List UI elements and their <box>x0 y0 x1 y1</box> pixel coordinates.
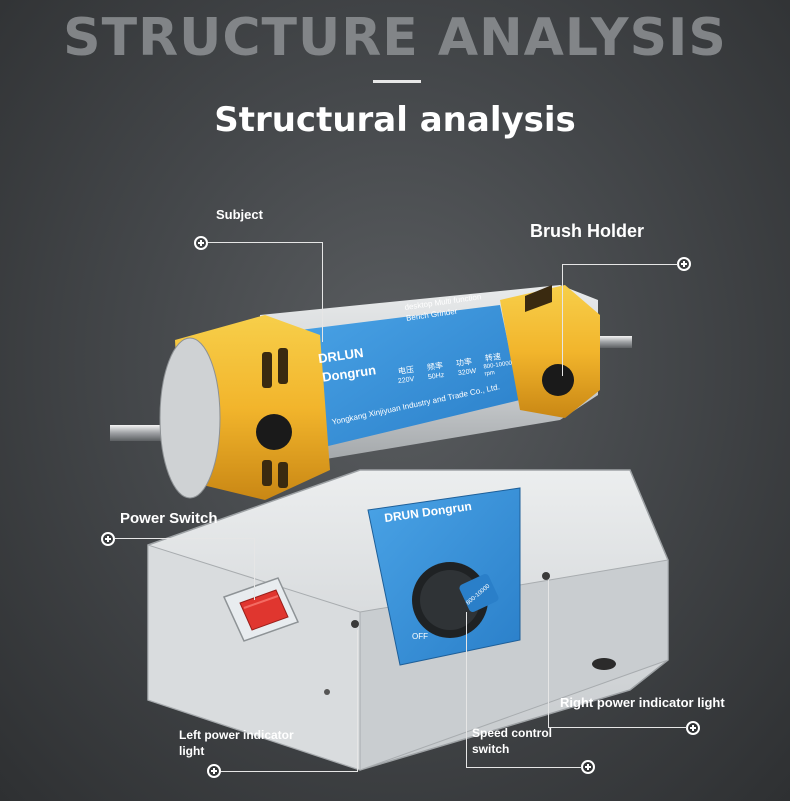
callout-left-light-line-v <box>357 630 358 772</box>
callout-power-switch-label: Power Switch <box>120 510 218 527</box>
callout-subject-label: Subject <box>216 207 263 222</box>
callout-speed-line-v <box>466 612 467 768</box>
callout-left-light-label-line1: Left power indicator <box>179 728 294 742</box>
callout-brush-holder-line-h <box>562 264 678 265</box>
speed-panel-graphic <box>367 487 521 666</box>
callout-brush-holder-label: Brush Holder <box>530 221 645 241</box>
callout-power-switch-line-h <box>115 538 255 539</box>
page-title: Structural analysis <box>214 100 576 140</box>
callout-speed-label-line1: Speed control <box>472 726 553 740</box>
callout-subject-marker[interactable] <box>194 236 208 250</box>
callout-speed-line-h <box>466 767 582 768</box>
callout-subject-line-v <box>322 242 323 342</box>
callout-brush-holder-marker[interactable] <box>677 257 691 271</box>
knob-off: OFF <box>412 632 428 641</box>
power-switch-graphic <box>222 577 300 642</box>
callout-speed-marker[interactable] <box>581 760 595 774</box>
motor-spec-power-cn: 功率 <box>455 356 473 369</box>
callout-left-light-label-line2: light <box>179 744 205 758</box>
motor-spec-freq-cn: 频率 <box>426 360 444 373</box>
background-title: STRUCTURE ANALYSIS <box>63 8 727 68</box>
callout-subject-line-h <box>208 242 323 243</box>
callout-right-light-line-h <box>548 727 687 728</box>
callout-speed-label-line2: switch <box>472 742 510 756</box>
motor-body <box>110 285 632 500</box>
callout-brush-holder-line-v <box>562 264 563 376</box>
title-divider <box>373 80 421 83</box>
callout-power-switch-line-v <box>254 538 255 600</box>
callout-left-light-marker[interactable] <box>207 764 221 778</box>
callout-right-light-line-v <box>548 580 549 728</box>
callout-right-light-marker[interactable] <box>686 721 700 735</box>
callout-left-light-line-h <box>221 771 358 772</box>
callout-power-switch-marker[interactable] <box>101 532 115 546</box>
callout-right-light-label: Right power indicator light <box>560 695 725 710</box>
